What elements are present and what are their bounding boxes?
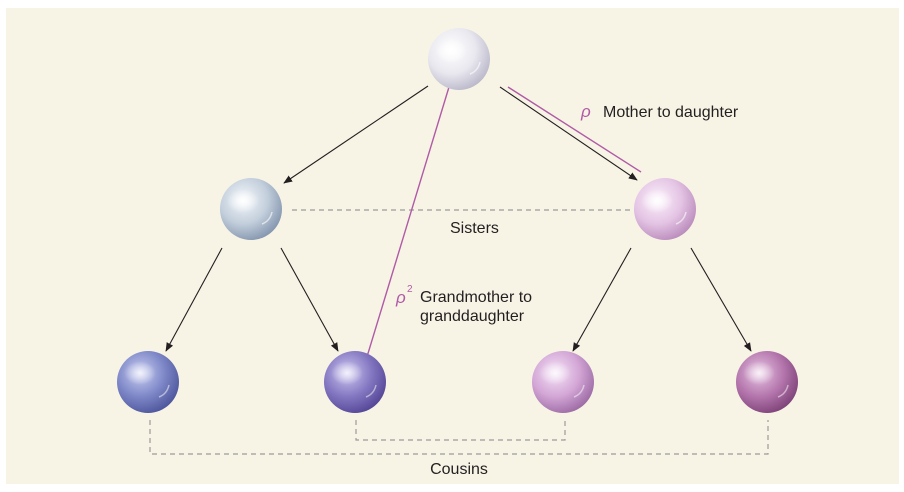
arrow-mother-left-to-child-2 [280, 247, 339, 352]
cell-child-4 [736, 351, 798, 413]
arrow-mother-right-to-child-4 [690, 247, 752, 352]
mother-to-daughter-rho: ρ [580, 102, 591, 121]
grandmother-label-line2: granddaughter [420, 308, 525, 325]
cell-child-2 [324, 351, 386, 413]
arrow-grandmother-to-mother-right [499, 86, 638, 181]
cell-grandmother [428, 28, 490, 90]
arrow-mother-right-to-child-3 [572, 247, 632, 352]
cell-mother-right [634, 178, 696, 240]
grandmother-to-granddaughter-line [365, 86, 450, 361]
grandmother-exponent: 2 [407, 284, 413, 295]
cousins-outer-dashed-bracket [149, 420, 769, 455]
grandmother-label-line1: Grandmother to [420, 289, 532, 306]
cell-child-1 [117, 351, 179, 413]
cousins-inner-dashed-bracket [355, 420, 566, 441]
sisters-label: Sisters [450, 220, 499, 237]
arrow-grandmother-to-mother-left [283, 85, 429, 184]
cell-child-3 [532, 351, 594, 413]
mother-to-daughter-line [507, 86, 642, 173]
mother-to-daughter-label: Mother to daughter [603, 104, 739, 121]
cousins-label: Cousins [430, 461, 488, 478]
arrow-mother-left-to-child-1 [165, 247, 223, 352]
cell-mother-left [220, 178, 282, 240]
grandmother-rho: ρ [395, 288, 406, 307]
